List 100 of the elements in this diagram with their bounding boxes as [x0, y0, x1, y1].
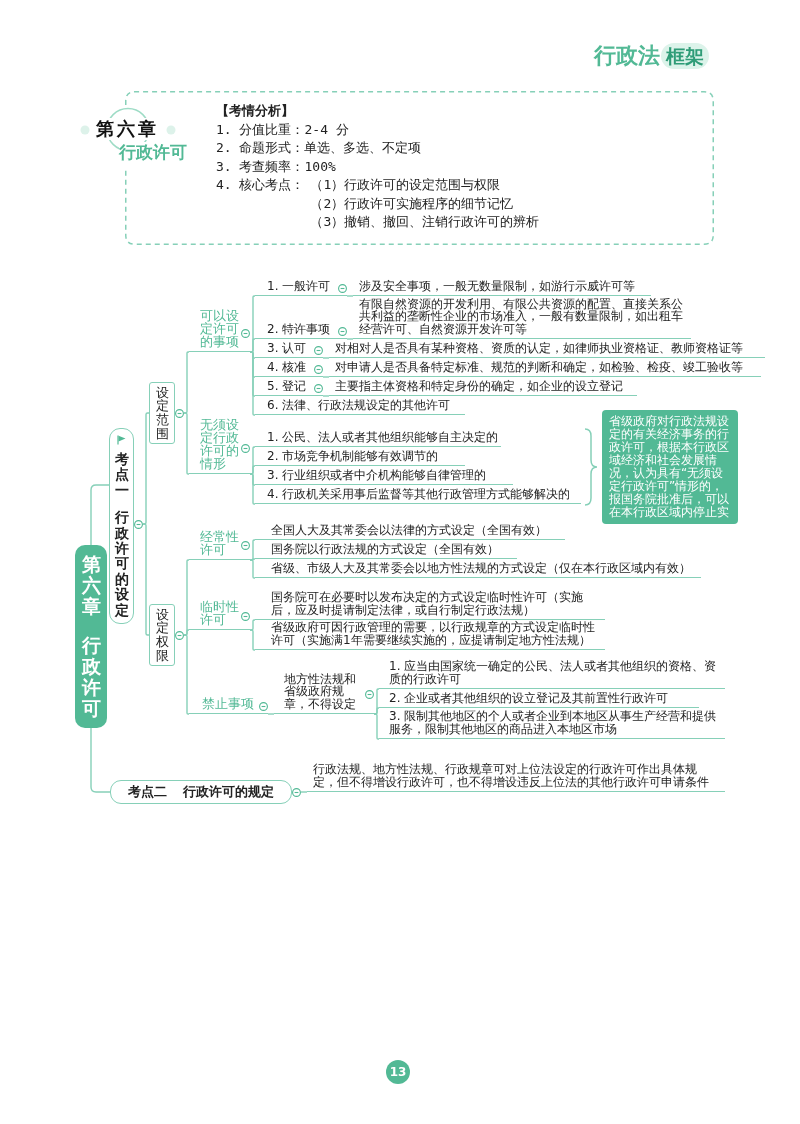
branch-line — [267, 713, 275, 715]
topic-branch — [329, 359, 761, 377]
branch-text: 主要指主体资格和特定身份的确定，如企业的设立登记 — [335, 379, 623, 392]
branch-text: 国务院以行政法规的方式设定（全国有效） — [271, 542, 499, 555]
series-title: 行政法 — [594, 42, 660, 70]
branch-line — [90, 727, 111, 793]
subtopic-label: 禁止事项 — [202, 697, 254, 710]
branch-line — [183, 629, 190, 636]
subtopic-branch — [189, 529, 250, 560]
subtopic-branch — [189, 308, 250, 352]
branch-text: 有限自然资源的开发利用、有限公共资源的配置、直接关系公共利益的垄断性企业的市场准入，一般有数量限制，如出租车经营许可、自然资源开发许可等 — [359, 297, 684, 335]
note-box — [602, 410, 738, 524]
topic-branch — [353, 278, 651, 296]
branch-line — [373, 707, 380, 715]
chapter-number: 第六章 — [96, 118, 159, 140]
branch-line — [142, 412, 150, 525]
info-line: （1）行政许可的设定范围与权限 — [310, 176, 501, 194]
branch-line — [322, 357, 330, 359]
branch-line — [249, 558, 256, 561]
page-number: 13 — [386, 1060, 410, 1084]
subtopic-label: 临时性许可 — [200, 600, 240, 626]
branch-line — [346, 338, 354, 340]
branch-line — [249, 351, 256, 416]
chapter-title: 行政许可 — [81, 635, 101, 719]
branch-line — [183, 351, 190, 414]
topic-branch — [255, 340, 323, 358]
branch-line — [373, 713, 380, 740]
branch-line — [249, 465, 256, 475]
branch-line — [249, 629, 256, 651]
branch-line — [346, 295, 354, 297]
topic-branch — [255, 397, 465, 415]
topic-branch — [255, 378, 323, 396]
branch-line — [322, 395, 330, 397]
subtopic-label: 可以设定许可的事项 — [200, 309, 240, 348]
subtopic-label: 无须设定行政许可的情形 — [200, 418, 240, 470]
category-box — [149, 382, 184, 444]
branch-text: 3. 限制其他地区的个人或者企业到本地区从事生产经营和提供服务，限制其他地区的商品进入本地区市场 — [389, 710, 718, 735]
branch-text: 1. 公民、法人或者其他组织能够自主决定的 — [267, 430, 497, 443]
topic-branch — [379, 659, 725, 689]
chapter-title: 行政许可 — [119, 142, 187, 163]
category-box — [149, 604, 184, 666]
branch-text: 地方性法规和省级政府规章，不得设定 — [284, 672, 357, 710]
topic-branch — [307, 762, 725, 792]
branch-line — [249, 559, 256, 579]
topic-branch — [379, 690, 699, 708]
topic-branch — [255, 429, 501, 447]
subtopic-label: 经常性许可 — [200, 530, 240, 556]
info-line: （3）撤销、撤回、注销行政许可的辨析 — [310, 213, 540, 231]
branch-line — [249, 338, 256, 353]
branch-line — [183, 412, 190, 475]
topic-branch — [255, 467, 513, 485]
topic-number: 考点二 — [128, 784, 167, 800]
branch-text: 1. 一般许可 — [267, 279, 331, 292]
topic-branch — [255, 359, 323, 377]
branch-line — [90, 484, 110, 546]
topic-branch — [379, 709, 725, 739]
topic-branch — [255, 541, 517, 559]
section-heading: 【考情分析】 — [216, 102, 294, 120]
info-line: 4. 核心考点： — [216, 176, 305, 194]
branch-text: 2. 企业或者其他组织的设立登记及其前置性行政许可 — [389, 691, 669, 704]
branch-text: 5. 登记 — [267, 379, 307, 392]
info-line: （2）行政许可实施程序的细节记忆 — [310, 194, 514, 213]
branch-text: 省级、市级人大及其常委会以地方性法规的方式设定（仅在本行政区域内有效） — [271, 561, 691, 574]
topic-branch — [255, 448, 465, 466]
note-text: 省级政府对行政法规设定的有关经济事务的行政许可，根据本行政区域经济和社会发展情况，认为具有“无须设定行政许可”情形的，报国务院批准后，可以在本行政区域内停止实 — [609, 415, 730, 519]
topic-branch — [255, 278, 347, 296]
info-line: 1. 分值比重：2-4 分 — [216, 120, 349, 139]
topic-branch — [329, 340, 765, 358]
branch-text: 1. 应当由国家统一确定的公民、法人或者其他组织的资格、资质的行政许可 — [389, 660, 718, 685]
topic-branch — [274, 671, 374, 714]
chapter-number: 第六章 — [81, 554, 101, 618]
branch-text: 3. 认可 — [267, 341, 307, 354]
topic-title: 行政许可的设定 — [114, 510, 129, 618]
subtopic-branch — [189, 417, 250, 474]
branch-line — [249, 619, 256, 631]
topic-branch — [255, 486, 581, 504]
category-label: 设定权限 — [155, 607, 169, 663]
branch-text: 对申请人是否具备特定标准、规范的判断和确定，如检验、检疫、竣工验收等 — [335, 360, 743, 373]
series-title-badge: 框架 — [661, 43, 709, 69]
branch-text: 2. 市场竞争机制能够有效调节的 — [267, 449, 439, 462]
topic-branch — [353, 296, 691, 339]
topic-branch — [255, 590, 605, 620]
branch-line — [142, 523, 150, 636]
branch-text: 行政法规、地方性法规、行政规章可对上位法设定的行政许可作出具体规定，但不得增设行政许可，也不得增设违反上位法的其他行政许可申请条件 — [313, 763, 710, 788]
chapter-box — [75, 545, 107, 728]
branch-text: 对相对人是否具有某种资格、资质的认定，如律师执业资格证、教师资格证等 — [335, 341, 743, 354]
branch-text: 3. 行业组织或者中介机构能够自律管理的 — [267, 468, 487, 481]
topic-branch — [255, 522, 565, 540]
branch-line — [183, 634, 190, 715]
info-line: 3. 考查频率：100% — [216, 157, 336, 176]
topic-branch — [255, 560, 701, 578]
branch-text: 全国人大及其常委会以法律的方式设定（全国有效） — [271, 523, 547, 536]
branch-text: 4. 行政机关采用事后监督等其他行政管理方式能够解决的 — [267, 487, 571, 500]
topic-branch — [255, 321, 347, 339]
topic-box — [110, 780, 301, 804]
category-label: 设定范围 — [155, 385, 169, 441]
branch-text: 涉及安全事项，一般无数量限制，如游行示威许可等 — [359, 279, 635, 292]
branch-line — [322, 376, 330, 378]
branch-text: 省级政府可因行政管理的需要，以行政规章的方式设定临时性许可（实施满1年需要继续实施的，应提请制定地方性法规） — [271, 621, 596, 646]
info-line: 2. 命题形式：单选、多选、不定项 — [216, 139, 422, 157]
